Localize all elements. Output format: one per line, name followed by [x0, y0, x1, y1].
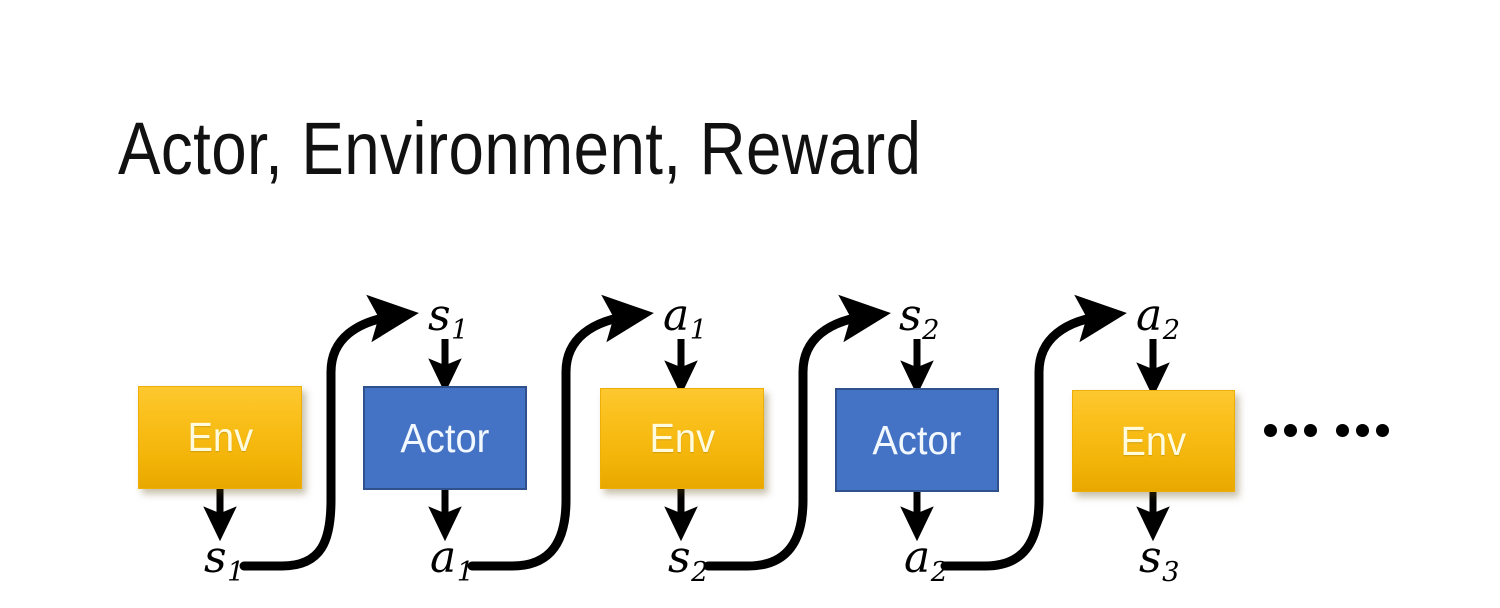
node-env-3[interactable]: Env [1072, 390, 1235, 492]
ellipsis-dot [1356, 424, 1369, 437]
ellipsis-dot [1336, 424, 1349, 437]
label-top-s1: s1 [428, 294, 468, 345]
label-bottom-a2-subscript: 2 [930, 557, 949, 589]
node-env-2[interactable]: Env [600, 388, 764, 489]
ellipsis-dot [1284, 424, 1297, 437]
ellipsis-gap [1324, 430, 1329, 431]
label-bottom-s2-base: s [668, 532, 691, 583]
label-top-a1: a1 [663, 294, 707, 345]
ellipsis-dot [1376, 424, 1389, 437]
node-env-1-label: Env [187, 414, 253, 460]
node-env-1[interactable]: Env [138, 386, 302, 489]
node-env-2-label: Env [649, 415, 715, 461]
label-bottom-s1: s1 [204, 536, 244, 587]
node-actor-2-label: Actor [872, 416, 962, 463]
page-title: Actor, Environment, Reward [118, 107, 922, 190]
node-actor-1[interactable]: Actor [363, 386, 527, 490]
label-top-s1-base: s [428, 290, 451, 341]
label-bottom-s1-base: s [204, 532, 227, 583]
label-bottom-a1-base: a [430, 532, 457, 583]
node-actor-2[interactable]: Actor [835, 388, 999, 492]
label-top-s2: s2 [899, 294, 939, 345]
label-top-s2-subscript: 2 [922, 315, 940, 347]
label-bottom-a2-base: a [904, 532, 931, 583]
continuation-ellipsis [1264, 424, 1389, 437]
label-top-s1-subscript: 1 [451, 315, 469, 347]
label-bottom-s3: s3 [1139, 536, 1179, 587]
label-bottom-s1-subscript: 1 [227, 557, 245, 589]
label-top-a2: a2 [1136, 294, 1180, 345]
label-bottom-s3-subscript: 3 [1162, 557, 1180, 589]
label-bottom-s2: s2 [668, 536, 708, 587]
ellipsis-dot [1264, 424, 1277, 437]
ellipsis-dot [1304, 424, 1317, 437]
label-top-a2-subscript: 2 [1162, 315, 1181, 347]
label-bottom-a1: a1 [430, 536, 474, 587]
node-env-3-label: Env [1120, 417, 1187, 464]
label-top-s2-base: s [899, 290, 922, 341]
label-bottom-a2: a2 [904, 536, 948, 587]
label-top-a1-subscript: 1 [689, 315, 708, 347]
label-bottom-s3-base: s [1139, 532, 1162, 583]
label-top-a2-base: a [1136, 290, 1163, 341]
label-bottom-s2-subscript: 2 [691, 557, 709, 589]
node-actor-1-label: Actor [400, 414, 490, 461]
label-top-a1-base: a [663, 290, 690, 341]
label-bottom-a1-subscript: 1 [456, 557, 475, 589]
